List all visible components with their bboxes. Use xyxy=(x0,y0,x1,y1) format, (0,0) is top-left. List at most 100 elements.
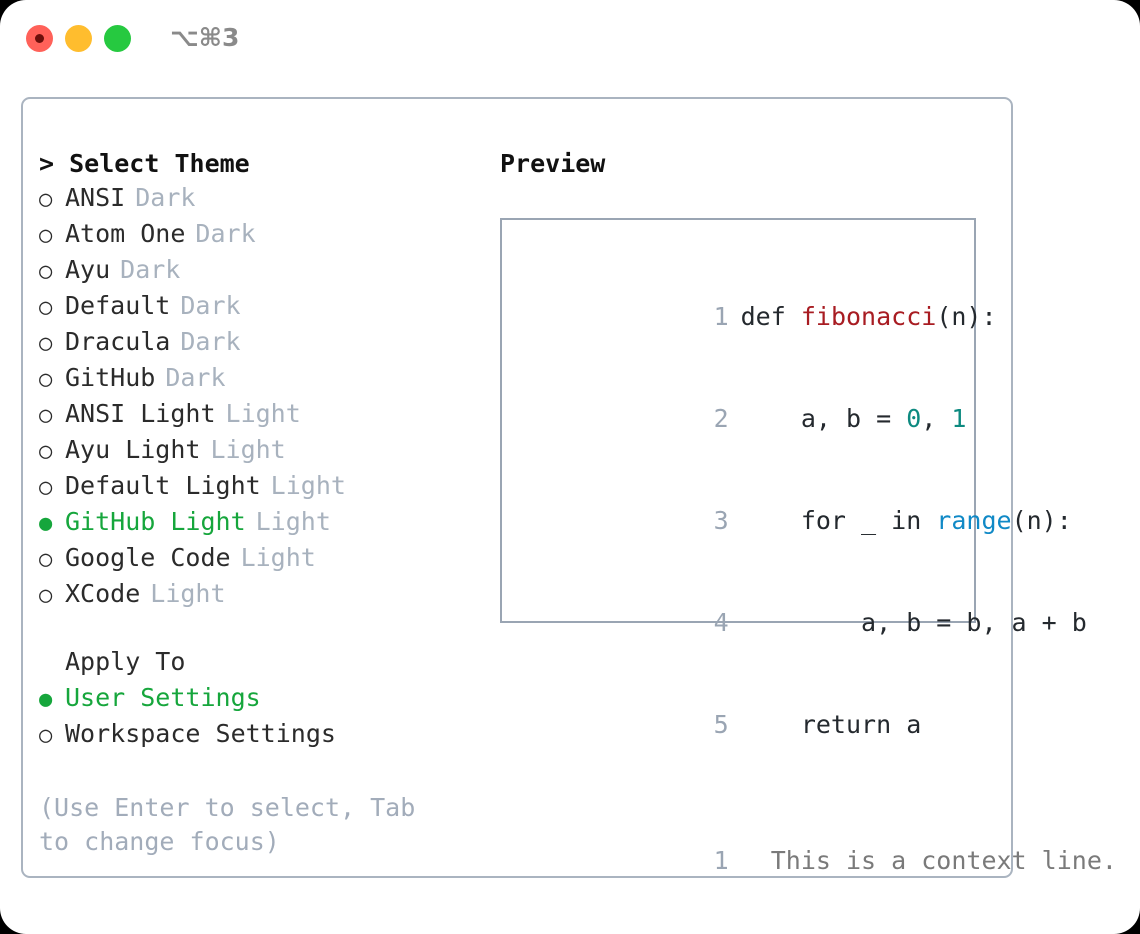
theme-tag: Light xyxy=(240,543,316,572)
code-token: return a xyxy=(740,710,922,739)
theme-list-item[interactable]: ○ Ayu Light Light xyxy=(39,433,479,469)
code-line: 3 for _ in range(n): xyxy=(520,470,1072,572)
apply-to-list[interactable]: ● User Settings ○ Workspace Settings xyxy=(39,681,479,753)
theme-tag: Dark xyxy=(120,255,181,284)
theme-list[interactable]: ○ ANSI Dark ○ Atom One Dark ○ Ayu Dark xyxy=(39,181,479,613)
spacer-marker: ○ xyxy=(39,647,65,681)
code-token: (n): xyxy=(936,302,997,331)
window-controls xyxy=(26,25,131,52)
theme-list-item[interactable]: ○ Atom One Dark xyxy=(39,217,479,253)
theme-list-item[interactable]: ○ Dracula Dark xyxy=(39,325,479,361)
line-number: 2 xyxy=(713,404,729,433)
code-token-number: 1 xyxy=(951,404,967,433)
code-token-function: fibonacci xyxy=(800,302,937,331)
close-window-button[interactable] xyxy=(26,25,53,52)
diff-line-context: 1 This is a context line. xyxy=(520,810,1117,912)
theme-name: Dracula xyxy=(65,327,171,356)
radio-icon: ○ xyxy=(39,439,53,464)
radio-icon: ○ xyxy=(39,367,53,392)
line-number: 3 xyxy=(713,506,729,535)
diff-sign xyxy=(741,846,756,875)
code-token: for _ in xyxy=(740,506,937,535)
theme-tag: Dark xyxy=(180,291,241,320)
theme-list-item-selected[interactable]: ● GitHub Light Light xyxy=(39,505,479,541)
diff-text: This is a context line. xyxy=(755,846,1117,875)
theme-tag: Dark xyxy=(135,183,196,212)
section-spacer xyxy=(39,613,479,645)
theme-list-header: > Select Theme xyxy=(39,149,250,178)
radio-icon: ○ xyxy=(39,583,53,608)
code-line: 1 def fibonacci(n): xyxy=(520,266,997,368)
code-line: 5 return a xyxy=(520,674,974,776)
theme-tag: Light xyxy=(270,471,346,500)
theme-list-item[interactable]: ○ ANSI Dark xyxy=(39,181,479,217)
maximize-window-button[interactable] xyxy=(104,25,131,52)
code-line: 4 a, b = b, a + b xyxy=(520,572,1087,674)
radio-icon: ○ xyxy=(39,723,53,748)
main-panel: > Select Theme ○ ANSI Dark ○ Atom One Da… xyxy=(21,97,1117,878)
theme-name: GitHub xyxy=(65,363,156,392)
theme-list-item[interactable]: ○ Default Light Light xyxy=(39,469,479,505)
code-line: 2 a, b = 0, 1 xyxy=(520,368,974,470)
theme-list-item[interactable]: ○ GitHub Dark xyxy=(39,361,479,397)
radio-icon: ○ xyxy=(39,295,53,320)
theme-list-item[interactable]: ○ XCode Light xyxy=(39,577,479,613)
radio-icon: ○ xyxy=(39,187,53,212)
theme-name: ANSI Light xyxy=(65,399,216,428)
theme-list-item[interactable]: ○ Ayu Dark xyxy=(39,253,479,289)
hint-spacer xyxy=(39,753,479,787)
keyboard-shortcut-label: ⌥⌘3 xyxy=(170,23,240,52)
theme-name: XCode xyxy=(65,579,141,608)
theme-tag: Light xyxy=(150,579,226,608)
radio-icon: ○ xyxy=(39,331,53,356)
minimize-window-button[interactable] xyxy=(65,25,92,52)
radio-icon: ○ xyxy=(39,403,53,428)
theme-picker-column: > Select Theme ○ ANSI Dark ○ Atom One Da… xyxy=(39,147,479,859)
theme-list-item[interactable]: ○ ANSI Light Light xyxy=(39,397,479,433)
theme-tag: Dark xyxy=(195,219,256,248)
apply-to-item[interactable]: ○ Workspace Settings xyxy=(39,717,479,753)
code-token-number: 0 xyxy=(906,404,922,433)
code-token-call: range xyxy=(936,506,1012,535)
apply-to-header: Apply To xyxy=(65,647,186,676)
line-number: 5 xyxy=(713,710,729,739)
code-token: (n): xyxy=(1011,506,1072,535)
line-number: 1 xyxy=(713,846,729,875)
theme-name: Atom One xyxy=(65,219,186,248)
theme-name: ANSI xyxy=(65,183,126,212)
theme-name: GitHub Light xyxy=(65,507,246,536)
theme-tag: Dark xyxy=(165,363,226,392)
radio-icon: ○ xyxy=(39,547,53,572)
theme-name: Default xyxy=(65,291,171,320)
apply-to-option: Workspace Settings xyxy=(65,719,336,748)
theme-tag: Light xyxy=(225,399,301,428)
theme-name: Ayu xyxy=(65,255,111,284)
radio-selected-icon: ● xyxy=(39,511,53,536)
radio-icon: ○ xyxy=(39,259,53,284)
line-number: 4 xyxy=(713,608,729,637)
diff-line-deleted: 2- This line was deleted. xyxy=(520,912,974,934)
code-token: a, b = b, a + b xyxy=(740,608,1087,637)
theme-tag: Light xyxy=(210,435,286,464)
theme-list-item[interactable]: ○ Google Code Light xyxy=(39,541,479,577)
radio-icon: ○ xyxy=(39,223,53,248)
line-number: 1 xyxy=(713,302,729,331)
apply-to-header-row: ○ Apply To xyxy=(39,645,479,681)
diff-spacer xyxy=(520,776,974,810)
keyboard-hint-text: (Use Enter to select, Tab to change focu… xyxy=(39,793,416,856)
apply-to-item-selected[interactable]: ● User Settings xyxy=(39,681,479,717)
theme-tag: Light xyxy=(255,507,331,536)
theme-name: Ayu Light xyxy=(65,435,201,464)
preview-title: Preview xyxy=(500,149,606,178)
title-bar: ⌥⌘3 xyxy=(0,0,1140,78)
theme-list-item[interactable]: ○ Default Dark xyxy=(39,289,479,325)
theme-name: Google Code xyxy=(65,543,231,572)
theme-tag: Dark xyxy=(180,327,241,356)
code-token: def xyxy=(740,302,801,331)
radio-icon: ○ xyxy=(39,475,53,500)
theme-name: Default Light xyxy=(65,471,261,500)
code-token: , xyxy=(921,404,952,433)
